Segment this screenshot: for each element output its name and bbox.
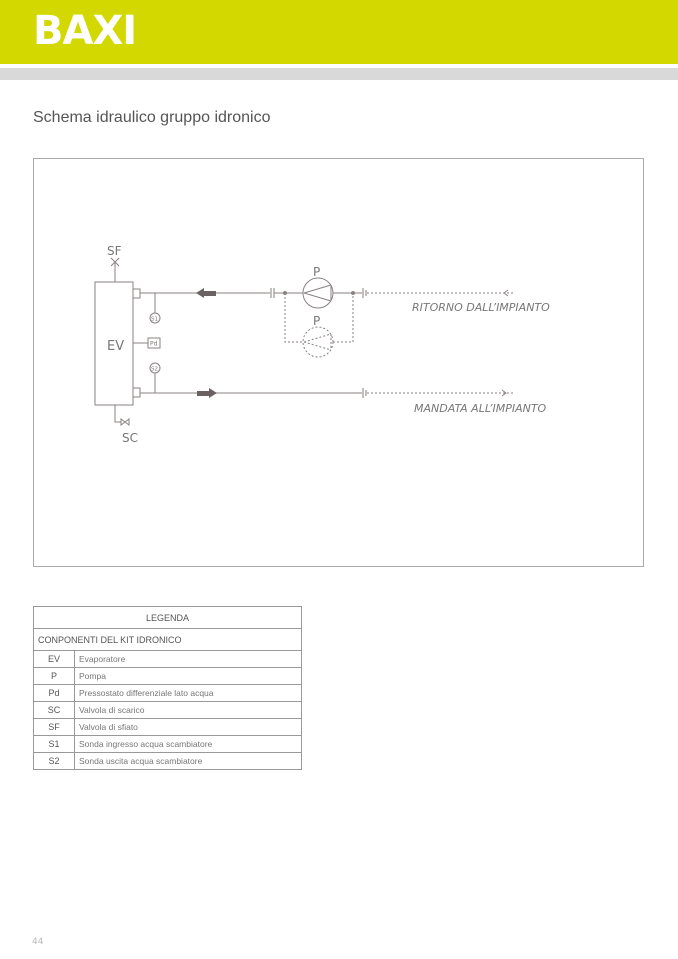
legend-code: SF [33, 718, 75, 736]
nozzle-bottom [132, 387, 141, 398]
label-pd: Pd [150, 341, 158, 348]
flow-arrow-right [197, 388, 217, 398]
pressure-switch-icon [147, 337, 161, 349]
legend-code: S2 [33, 752, 75, 770]
pump-icon [302, 277, 334, 309]
legend-title: LEGENDA [33, 606, 302, 629]
legend-desc: Valvola di scarico [74, 701, 302, 719]
label-ev: EV [107, 339, 124, 354]
label-p2: P [313, 314, 320, 328]
legend-code: S1 [33, 735, 75, 753]
sensor-s1-icon [149, 312, 161, 324]
standby-pump-icon [302, 326, 334, 358]
legend-section: CONPONENTI DEL KIT IDRONICO [33, 628, 302, 651]
label-mandata: MANDATA ALL’IMPIANTO [414, 402, 547, 415]
header-band [0, 0, 678, 64]
legend-desc: Pompa [74, 667, 302, 685]
label-s1: S1 [151, 317, 158, 323]
page-title: Schema idraulico gruppo idronico [33, 109, 271, 126]
label-sc: SC [122, 431, 138, 445]
legend-desc: Valvola di sfiato [74, 718, 302, 736]
label-s2: S2 [151, 367, 158, 373]
label-p1: P [313, 265, 320, 279]
legend-code: P [33, 667, 75, 685]
label-sf: SF [107, 244, 122, 258]
vent-valve-icon [110, 257, 120, 267]
legend-desc: Sonda ingresso acqua scambiatore [74, 735, 302, 753]
nozzle-top [132, 288, 141, 299]
drain-valve-icon [120, 418, 130, 426]
flow-arrow-left [196, 288, 216, 298]
header-stripe [0, 68, 678, 80]
legend-code: EV [33, 650, 75, 668]
diagram-frame [33, 158, 644, 567]
baxi-logo: BAXI [33, 8, 137, 54]
legend-desc: Pressostato differenziale lato acqua [74, 684, 302, 702]
legend-code: SC [33, 701, 75, 719]
legend-desc: Evaporatore [74, 650, 302, 668]
legend-code: Pd [33, 684, 75, 702]
legend-desc: Sonda uscita acqua scambiatore [74, 752, 302, 770]
page-number: 44 [32, 937, 44, 947]
label-ritorno: RITORNO DALL’IMPIANTO [412, 301, 550, 314]
